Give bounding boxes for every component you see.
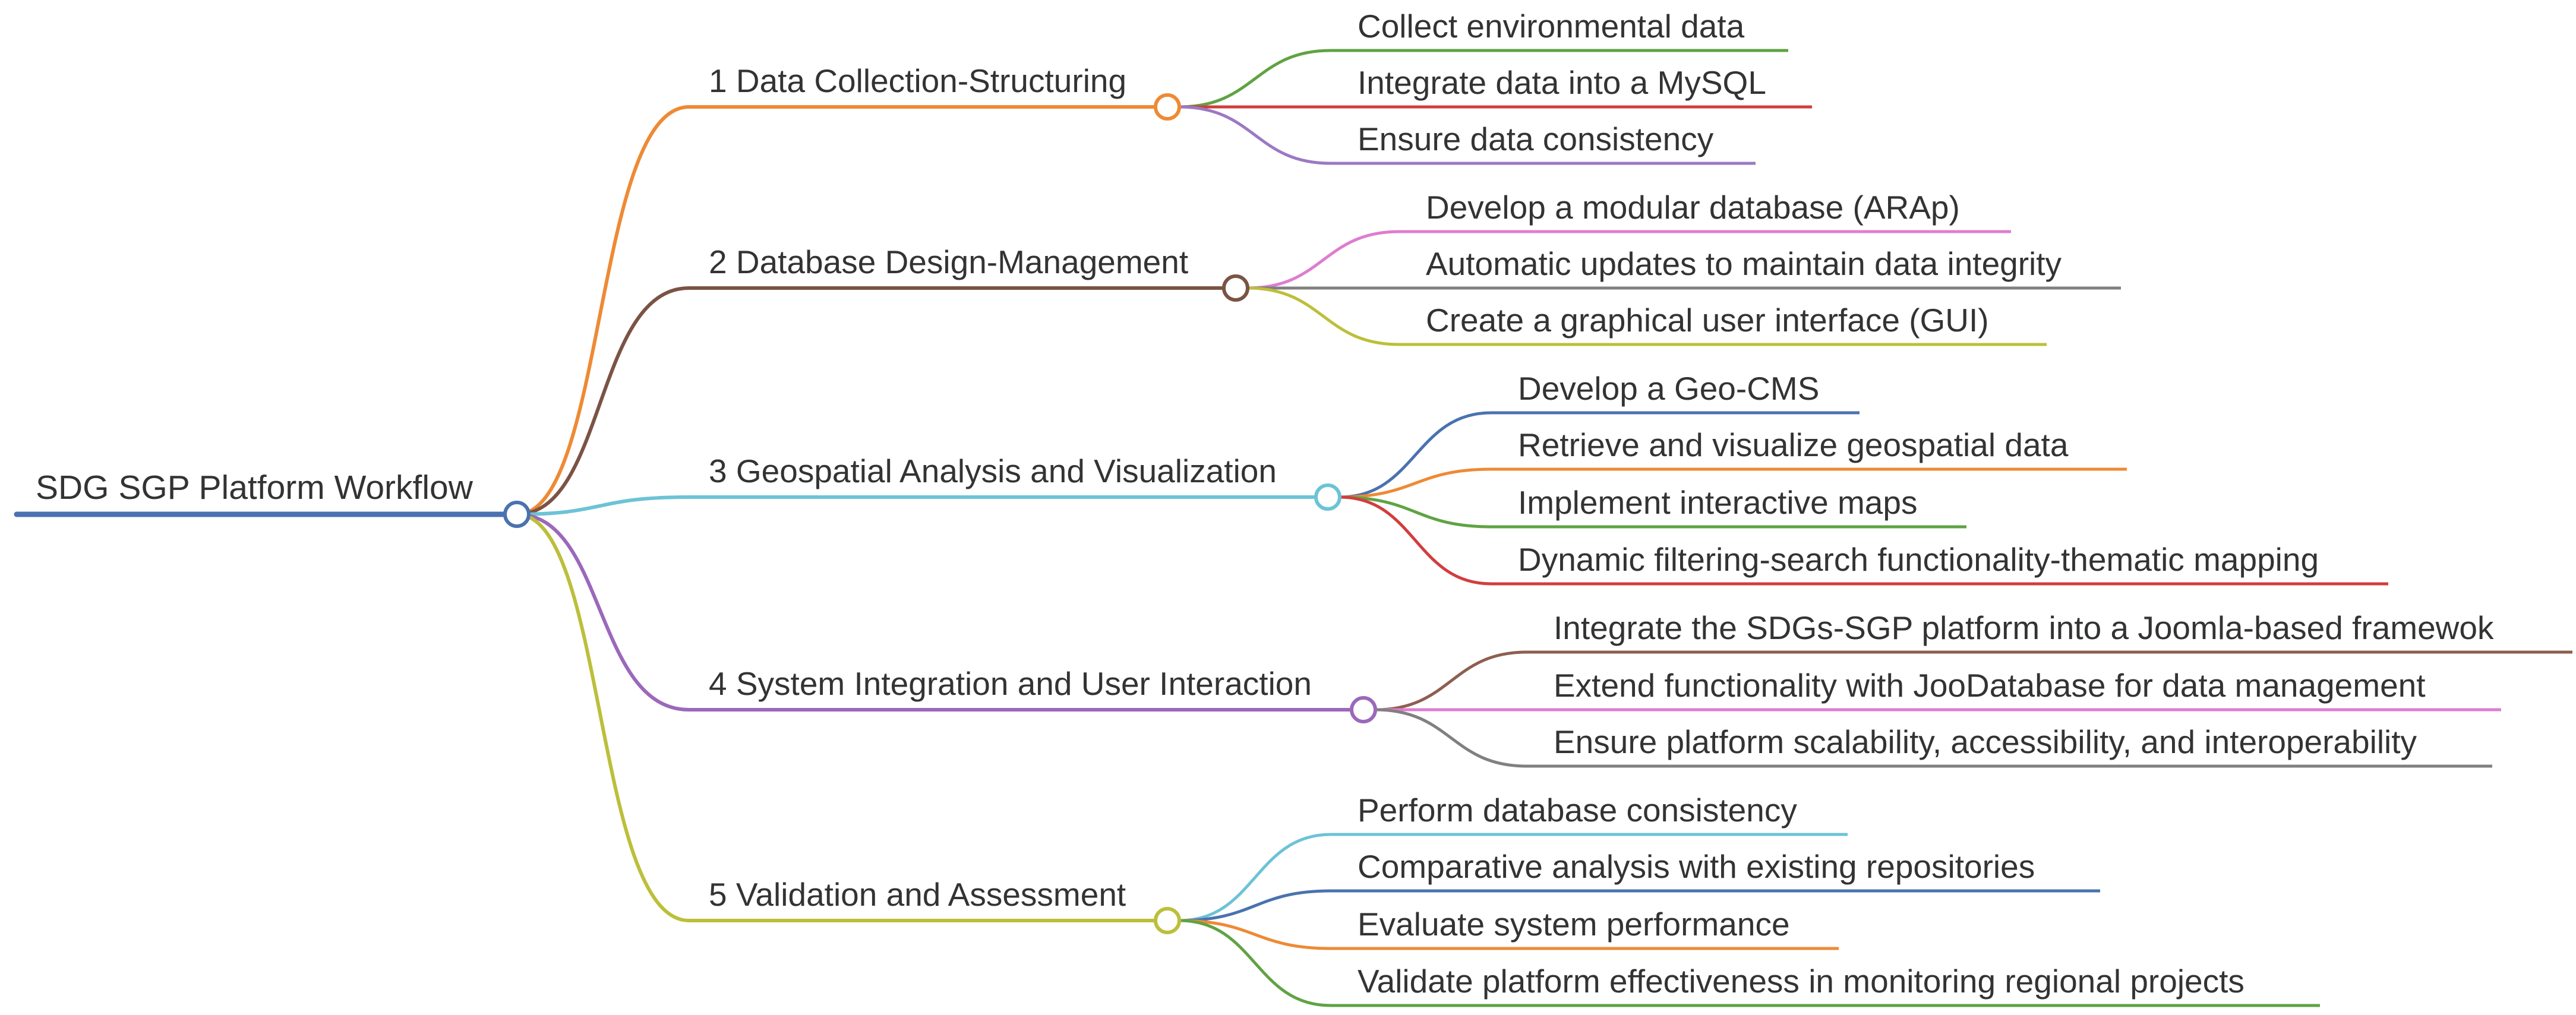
leaf-label[interactable]: Evaluate system performance: [1358, 906, 1790, 943]
leaf-connector: [1339, 467, 2127, 499]
leaf-label[interactable]: Comparative analysis with existing repos…: [1358, 848, 2035, 885]
leaf-connector: [1375, 650, 2572, 712]
branch-label: 1 Data Collection-Structuring: [709, 62, 1126, 99]
branch-node-circle[interactable]: [1314, 483, 1341, 511]
branch-label: 2 Database Design-Management: [709, 244, 1188, 280]
leaf-connector: [1339, 495, 1966, 529]
leaf-label[interactable]: Integrate the SDGs-SGP platform into a J…: [1554, 609, 2494, 646]
leaf-connector: [1339, 495, 2388, 586]
branch-node[interactable]: 1 Data Collection-Structuring: [709, 62, 1181, 121]
branch-node[interactable]: 4 System Integration and User Interactio…: [709, 665, 1377, 723]
branch-label: 4 System Integration and User Interactio…: [709, 665, 1312, 702]
leaf-label[interactable]: Collect environmental data: [1358, 8, 1745, 45]
leaf-connector: [1179, 105, 1756, 165]
leaf-label[interactable]: Perform database consistency: [1358, 792, 1797, 829]
leaf-label[interactable]: Dynamic filtering-search functionality-t…: [1518, 541, 2319, 578]
leaf-label[interactable]: Develop a Geo-CMS: [1518, 370, 1819, 407]
branch-node[interactable]: 2 Database Design-Management: [709, 244, 1249, 302]
leaf-label[interactable]: Extend functionality with JooDatabase fo…: [1554, 667, 2426, 704]
branch-label: 5 Validation and Assessment: [709, 876, 1126, 913]
leaf-label[interactable]: Retrieve and visualize geospatial data: [1518, 426, 2069, 463]
leaf-connector: [1179, 49, 1788, 109]
branch-node-circle[interactable]: [1222, 274, 1249, 302]
branch-label: 3 Geospatial Analysis and Visualization: [709, 453, 1277, 489]
branch-node[interactable]: 3 Geospatial Analysis and Visualization: [709, 453, 1341, 511]
leaf-connector: [1179, 919, 2320, 1007]
leaf-connector: [1339, 411, 1860, 499]
leaf-connector: [1179, 889, 2100, 922]
leaf-label[interactable]: Automatic updates to maintain data integ…: [1426, 245, 2062, 282]
branch-node-circle[interactable]: [1154, 93, 1181, 121]
branch-connector: [516, 513, 1363, 712]
leaf-label[interactable]: Create a graphical user interface (GUI): [1426, 302, 1989, 339]
leaf-connector: [1247, 230, 2011, 290]
branch-connector: [516, 513, 1167, 922]
root-node[interactable]: SDG SGP Platform Workflow: [14, 469, 531, 528]
branch-node-circle[interactable]: [1350, 696, 1377, 723]
branch-node[interactable]: 5 Validation and Assessment: [709, 876, 1181, 934]
branch-connector: [516, 286, 1236, 516]
leaf-label[interactable]: Implement interactive maps: [1518, 484, 1918, 521]
root-node-circle[interactable]: [503, 501, 531, 528]
leaf-label[interactable]: Ensure platform scalability, accessibili…: [1554, 723, 2417, 760]
leaf-label[interactable]: Develop a modular database (ARAp): [1426, 189, 1960, 226]
leaf-connector: [1179, 919, 1839, 950]
leaf-connector: [1247, 286, 2047, 346]
leaf-label[interactable]: Ensure data consistency: [1358, 121, 1714, 157]
leaf-label[interactable]: Validate platform effectiveness in monit…: [1358, 963, 2244, 1000]
mindmap-nodes: SDG SGP Platform Workflow 1 Data Collect…: [14, 8, 2494, 1000]
branch-node-circle[interactable]: [1154, 907, 1181, 934]
leaf-connector: [1179, 833, 1848, 922]
leaf-connector: [1375, 708, 2492, 768]
leaf-label[interactable]: Integrate data into a MySQL: [1358, 64, 1766, 101]
branch-connector: [516, 495, 1328, 516]
connector-lines: [516, 49, 2572, 1007]
root-label: SDG SGP Platform Workflow: [36, 469, 473, 507]
branch-connector: [516, 105, 1167, 516]
